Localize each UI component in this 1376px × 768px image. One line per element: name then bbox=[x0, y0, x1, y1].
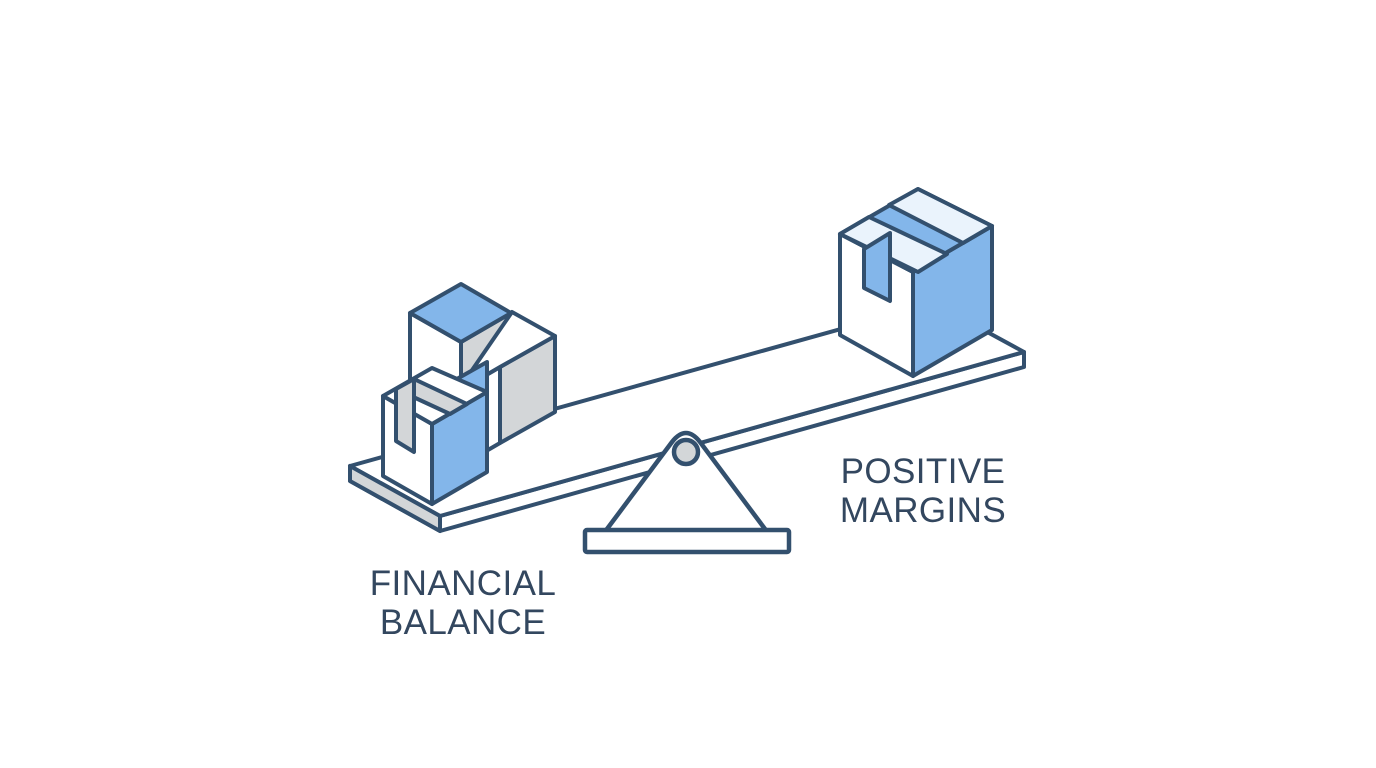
balance-beam bbox=[348, 301, 1026, 533]
left-box-stack bbox=[381, 282, 557, 506]
right-large-box bbox=[838, 187, 994, 378]
positive-margins-label: POSITIVE MARGINS bbox=[839, 452, 1007, 531]
right-box-tape-strip-2 bbox=[887, 187, 994, 245]
fulcrum-base bbox=[582, 527, 792, 555]
fulcrum-triangle bbox=[601, 430, 771, 536]
financial-balance-label: FINANCIAL BALANCE bbox=[369, 564, 557, 643]
right-box-flap bbox=[862, 231, 892, 303]
bottom-left-box bbox=[381, 366, 489, 506]
bottom-left-box-flap bbox=[394, 377, 416, 454]
pivot-circle bbox=[671, 437, 701, 467]
beam-left-end-face bbox=[348, 464, 442, 533]
fulcrum bbox=[582, 430, 792, 555]
